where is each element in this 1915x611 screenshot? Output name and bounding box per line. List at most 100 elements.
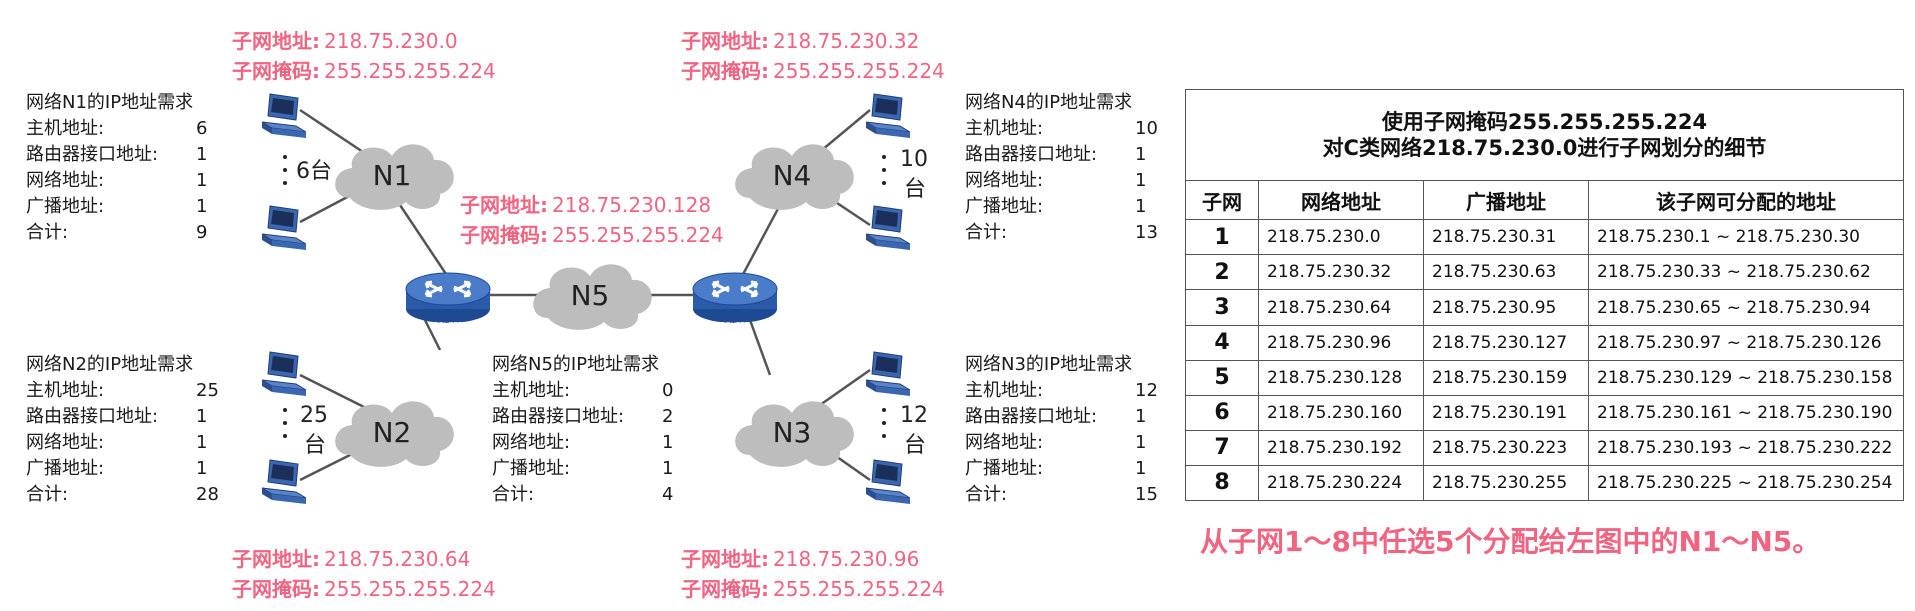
req-key: 网络地址:: [965, 170, 1044, 191]
assignable-range-cell: 218.75.230.33 ~ 218.75.230.62: [1588, 254, 1904, 291]
req-key: 路由器接口地址:: [965, 144, 1098, 165]
subnet-mask-value: 255.255.255.224: [324, 577, 496, 601]
req-value: 1: [662, 458, 674, 479]
cloud-n5-label: N5: [571, 279, 610, 312]
req-key: 合计:: [965, 484, 1008, 505]
network-address-cell: 218.75.230.64: [1258, 289, 1424, 326]
subnet-number-cell: 7: [1185, 429, 1259, 466]
req-key: 主机地址:: [26, 380, 105, 401]
req-key: 路由器接口地址:: [492, 406, 625, 427]
req-value: 1: [1135, 170, 1147, 191]
req-key: 主机地址:: [965, 380, 1044, 401]
req-key: 广播地址:: [26, 196, 105, 217]
requirements-n3: 网络N3的IP地址需求 主机地址:12 路由器接口地址:1 网络地址:1 广播地…: [965, 352, 1165, 508]
broadcast-address-cell: 218.75.230.31: [1423, 219, 1589, 256]
n2-host-count-unit: 台: [304, 433, 327, 458]
req-key: 主机地址:: [492, 380, 571, 401]
broadcast-address-cell: 218.75.230.191: [1423, 394, 1589, 431]
assignable-range-cell: 218.75.230.193 ~ 218.75.230.222: [1588, 429, 1904, 466]
host-computer-icon: [865, 93, 911, 139]
requirements-title: 网络N1的IP地址需求: [26, 92, 194, 113]
table-caption-row: 使用子网掩码255.255.255.224 对C类网络218.75.230.0进…: [1185, 88, 1904, 182]
cloud-n1-label: N1: [373, 159, 412, 192]
req-value: 1: [196, 458, 208, 479]
host-computer-icon: [261, 93, 307, 139]
req-value: 1: [1135, 432, 1147, 453]
broadcast-address-cell: 218.75.230.159: [1423, 359, 1589, 396]
cloud-n3-label: N3: [773, 416, 812, 449]
req-key: 路由器接口地址:: [26, 144, 159, 165]
cloud-n5: N5: [533, 264, 652, 330]
network-address-cell: 218.75.230.224: [1258, 464, 1424, 502]
req-key: 合计:: [26, 222, 69, 243]
subnet-addr-value: 218.75.230.32: [773, 29, 920, 53]
router-right-label: ROUTER: [720, 321, 749, 329]
subnet-number-cell: 3: [1185, 289, 1259, 326]
cloud-n2: N2: [335, 401, 454, 467]
req-key: 主机地址:: [26, 118, 105, 139]
n2-host-count: 25: [300, 403, 328, 428]
req-key: 网络地址:: [492, 432, 571, 453]
subnet-addr-key: 子网地址:: [681, 29, 769, 53]
host-computer-icon: [865, 205, 911, 251]
subnet-addr-key: 子网地址:: [232, 547, 320, 571]
req-value: 0: [662, 380, 674, 401]
req-value: 28: [196, 484, 219, 505]
req-value: 1: [662, 432, 674, 453]
network-diagram: N1 N2 N5 N4 N3 ROUTER ROUTER: [261, 93, 911, 505]
subnet-number-cell: 1: [1185, 219, 1259, 256]
subnet-table: 使用子网掩码255.255.255.224 对C类网络218.75.230.0进…: [1185, 88, 1904, 502]
subnet-mask-value: 255.255.255.224: [552, 223, 724, 247]
req-key: 合计:: [26, 484, 69, 505]
cloud-n4: N4: [735, 144, 854, 210]
network-address-cell: 218.75.230.96: [1258, 324, 1424, 361]
column-header: 网络地址: [1258, 180, 1424, 221]
req-value: 15: [1135, 484, 1158, 505]
subnet-addr-key: 子网地址:: [460, 193, 548, 217]
req-key: 网络地址:: [26, 170, 105, 191]
requirements-title: 网络N3的IP地址需求: [965, 354, 1133, 375]
req-value: 1: [196, 144, 208, 165]
req-value: 1: [196, 196, 208, 217]
req-key: 网络地址:: [26, 432, 105, 453]
host-computer-icon: [261, 351, 307, 397]
broadcast-address-cell: 218.75.230.95: [1423, 289, 1589, 326]
requirements-title: 网络N5的IP地址需求: [492, 354, 660, 375]
req-value: 6: [196, 118, 208, 139]
router-right: ROUTER: [691, 271, 779, 329]
subnet-mask-value: 255.255.255.224: [773, 577, 945, 601]
req-value: 2: [662, 406, 674, 427]
assignable-range-cell: 218.75.230.65 ~ 218.75.230.94: [1588, 289, 1904, 326]
n3-host-count-unit: 台: [904, 433, 927, 458]
req-key: 广播地址:: [965, 196, 1044, 217]
req-value: 1: [196, 406, 208, 427]
subnet-number-cell: 5: [1185, 359, 1259, 396]
requirements-n4: 网络N4的IP地址需求 主机地址:10 路由器接口地址:1 网络地址:1 广播地…: [965, 90, 1165, 246]
subnet-addr-value: 218.75.230.64: [324, 547, 471, 571]
subnet-number-cell: 8: [1185, 464, 1259, 502]
broadcast-address-cell: 218.75.230.63: [1423, 254, 1589, 291]
req-key: 合计:: [965, 222, 1008, 243]
subnet-label-n5: 子网地址:218.75.230.128 子网掩码:255.255.255.224: [460, 190, 724, 250]
broadcast-address-cell: 218.75.230.223: [1423, 429, 1589, 466]
subnet-mask-key: 子网掩码:: [681, 59, 769, 83]
subnet-label-n3: 子网地址:218.75.230.96 子网掩码:255.255.255.224: [681, 544, 945, 604]
req-key: 网络地址:: [965, 432, 1044, 453]
host-computer-icon: [261, 205, 307, 251]
requirements-n5: 网络N5的IP地址需求 主机地址:0 路由器接口地址:2 网络地址:1 广播地址…: [492, 352, 692, 508]
broadcast-address-cell: 218.75.230.127: [1423, 324, 1589, 361]
req-key: 广播地址:: [26, 458, 105, 479]
host-computer-icon: [261, 459, 307, 505]
n1-host-count: 6台: [296, 159, 332, 184]
assignable-range-cell: 218.75.230.97 ~ 218.75.230.126: [1588, 324, 1904, 361]
req-key: 合计:: [492, 484, 535, 505]
req-value: 1: [1135, 196, 1147, 217]
subnet-addr-key: 子网地址:: [232, 29, 320, 53]
req-value: 13: [1135, 222, 1158, 243]
req-value: 4: [662, 484, 674, 505]
